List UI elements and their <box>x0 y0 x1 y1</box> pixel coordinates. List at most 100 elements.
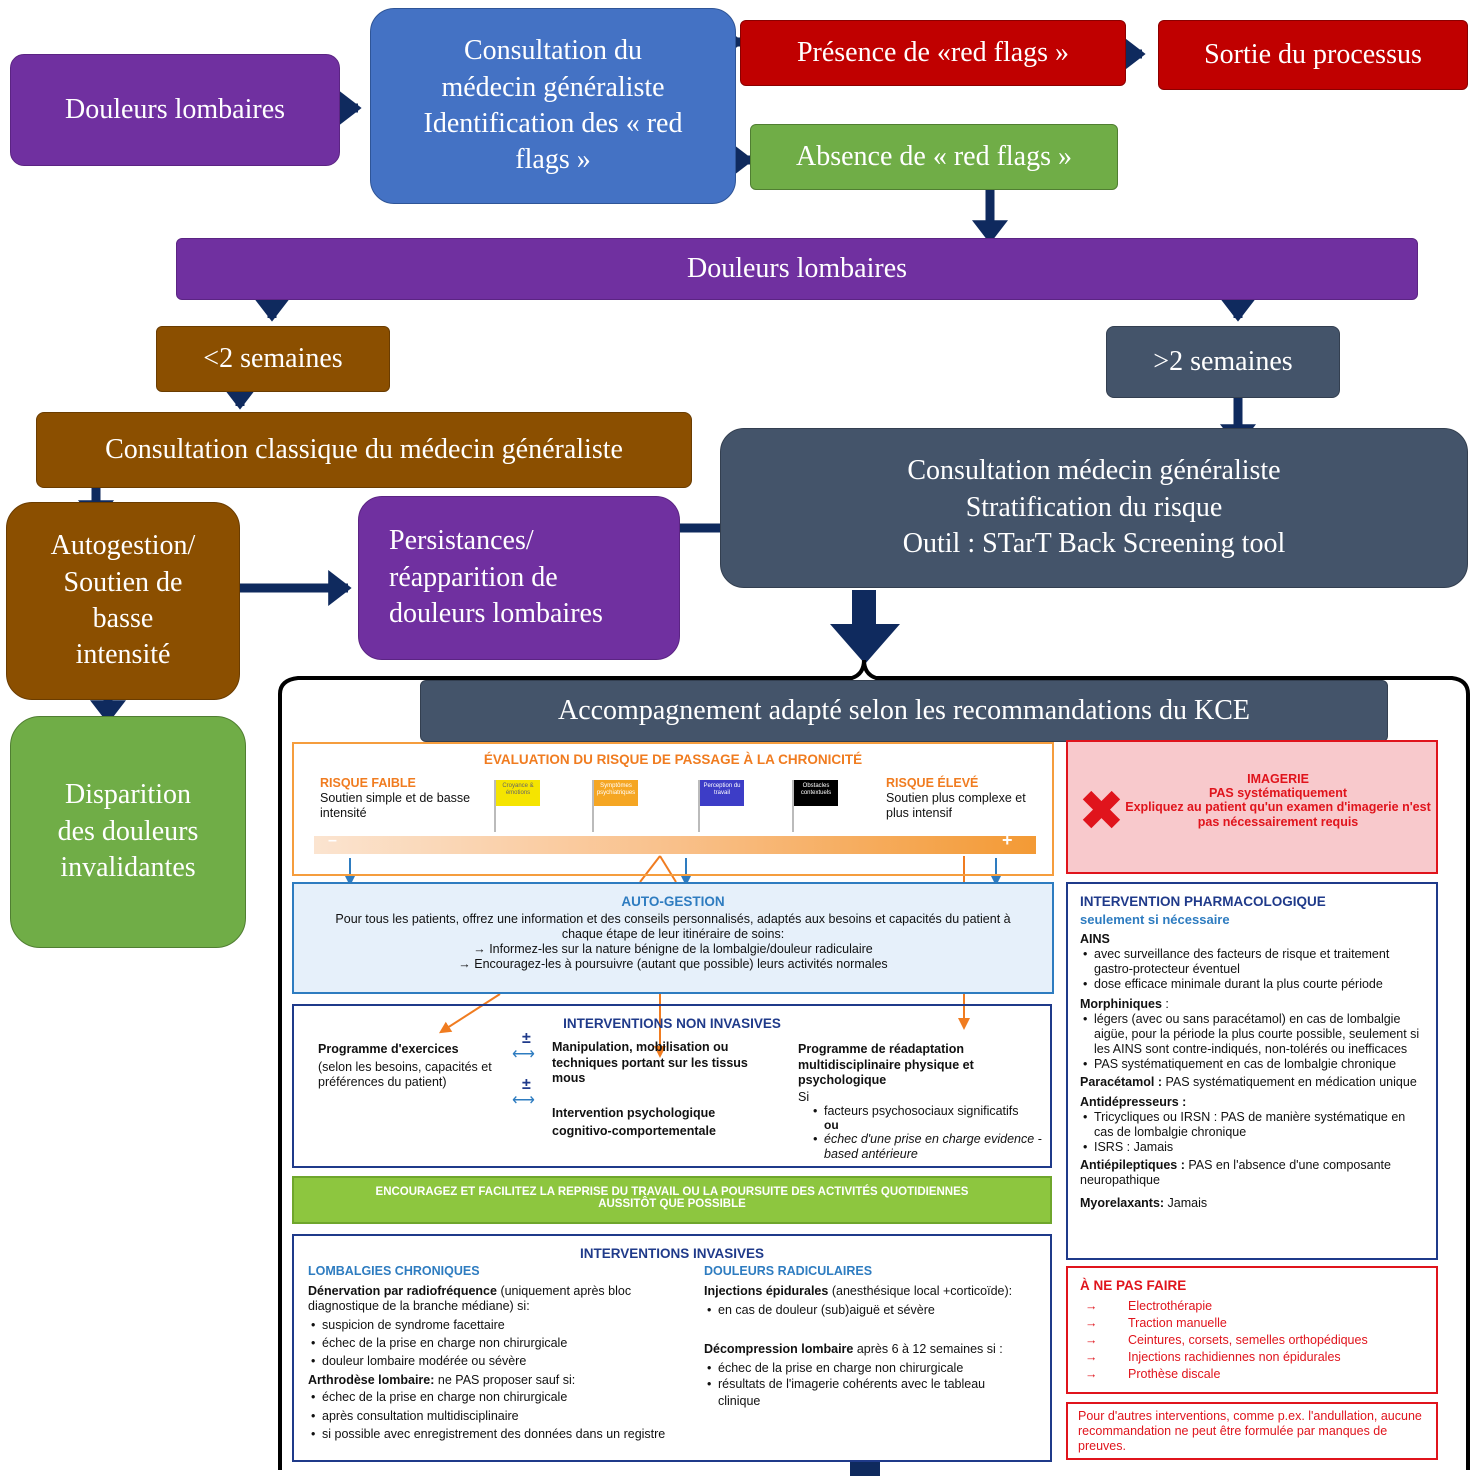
radicular-block: Injections épidurales (anesthésique loca… <box>704 1284 1024 1409</box>
autogestion-item-2: → Encouragez-les à poursuivre (autant qu… <box>458 957 888 971</box>
morph-item-1: légers (avec ou sans paracétamol) en cas… <box>1083 1012 1424 1057</box>
ne-pas-faire-panel: À NE PAS FAIRE Electrothérapie Traction … <box>1066 1266 1438 1394</box>
consultation-box: Consultation du médecin généraliste Iden… <box>370 8 736 204</box>
injections-rest: (anesthésique local +corticoïde): <box>831 1284 1013 1298</box>
evaluation-panel: ÉVALUATION DU RISQUE DE PASSAGE À LA CHR… <box>292 742 1054 876</box>
autres-note: Pour d'autres interventions, comme p.ex.… <box>1066 1402 1438 1460</box>
arrow-risk-to-kce <box>830 590 900 664</box>
red-flags-present-box: Présence de «red flags » <box>740 20 1126 86</box>
denervation-rest: (uniquement après bloc diagnostique de l… <box>308 1284 632 1313</box>
chronic-title: LOMBALGIES CHRONIQUES <box>308 1264 480 1278</box>
red-flags-present-label: Présence de «red flags » <box>796 36 1070 68</box>
kce-title: Accompagnement adapté selon les recomman… <box>557 694 1250 726</box>
ne-pas-faire-item-1: Electrothérapie <box>1085 1298 1424 1315</box>
consultation-line-2: médecin généraliste <box>441 71 665 103</box>
consultation-line-1: Consultation du <box>463 35 643 67</box>
start-label: Douleurs lombaires <box>64 93 286 125</box>
lt2-box: <2 semaines <box>156 326 390 392</box>
invasive-title: INTERVENTIONS INVASIVES <box>579 1246 765 1261</box>
denervation-item-3: douleur lombaire modérée ou sévère <box>311 1352 684 1370</box>
persistance-box: Persistances/ réapparition de douleurs l… <box>358 496 680 660</box>
exit-label: Sortie du processus <box>1204 38 1422 70</box>
classic-consult-label: Consultation classique du médecin généra… <box>105 433 623 465</box>
autogestion-line-4: intensité <box>75 639 171 671</box>
pharma-subtitle: seulement si nécessaire <box>1080 912 1230 928</box>
flag-pole-1 <box>494 780 496 832</box>
gradient-minus: – <box>328 832 337 849</box>
antidep-item-2: ISRS : Jamais <box>1083 1140 1424 1155</box>
flag-obstacles: Obstacles contextuels <box>794 780 838 806</box>
imagerie-line-1: PAS systématiquement <box>1208 786 1347 800</box>
risk-consult-line-2: Stratification du risque <box>965 491 1223 523</box>
exercise-title: Programme d'exercices <box>318 1042 459 1056</box>
risk-high-text: Soutien plus complexe et plus intensif <box>886 791 1026 820</box>
morph-list: légers (avec ou sans paracétamol) en cas… <box>1080 1012 1424 1072</box>
autogestion-title: AUTO-GESTION <box>621 894 725 909</box>
ains-list: avec surveillance des facteurs de risque… <box>1080 947 1424 992</box>
auto-orange-arrows <box>438 993 970 1058</box>
risk-low-text: Soutien simple et de basse intensité <box>320 791 471 820</box>
arthrodese-list: échec de la prise en charge non chirurgi… <box>308 1388 684 1443</box>
exercise-text: (selon les besoins, capacités et préfére… <box>318 1060 492 1089</box>
main-bar-label: Douleurs lombaires <box>686 252 908 284</box>
kce-frame <box>278 659 1470 1470</box>
consultation-line-4: flags » <box>515 144 591 176</box>
disparition-line-2: des douleurs <box>57 815 199 847</box>
evaluation-title: ÉVALUATION DU RISQUE DE PASSAGE À LA CHR… <box>483 752 863 767</box>
antiep-title: Antiépileptiques : <box>1080 1157 1185 1172</box>
ains-title: AINS <box>1080 931 1110 946</box>
manip-text: Manipulation, mobilisation ou techniques… <box>552 1040 748 1086</box>
decomp-bold: Décompression lombaire <box>704 1342 854 1356</box>
decomp-item-1: échec de la prise en charge non chirurgi… <box>707 1360 1024 1377</box>
decomp-item-2: résultats de l'imagerie cohérents avec l… <box>707 1376 1024 1409</box>
injections-list: en cas de douleur (sub)aiguë et sévère <box>704 1303 1024 1318</box>
disparition-line-3: invalidantes <box>60 852 196 884</box>
morph-title: Morphiniques <box>1080 996 1162 1011</box>
plusminus-icon-2: ± <box>522 1076 531 1093</box>
main-bar-box: Douleurs lombaires <box>176 238 1418 300</box>
ne-pas-faire-item-5: Prothèse discale <box>1085 1366 1424 1383</box>
kce-title-box: Accompagnement adapté selon les recomman… <box>420 680 1388 742</box>
flag-croyance: Croyance & émotions <box>496 780 540 806</box>
autres-text: Pour d'autres interventions, comme p.ex.… <box>1078 1409 1422 1453</box>
myo-text: Jamais <box>1167 1195 1208 1210</box>
denervation-block: Dénervation par radiofréquence (uniqueme… <box>308 1284 684 1443</box>
radicular-title: DOULEURS RADICULAIRES <box>704 1264 873 1278</box>
para-text: PAS systématiquement en médication uniqu… <box>1165 1074 1417 1089</box>
readapt-list: facteurs psychosociaux significatifs <box>806 1104 1064 1119</box>
autogestion-line-2: Soutien de <box>63 566 183 598</box>
risk-consult-line-1: Consultation médecin généraliste <box>907 455 1281 487</box>
ne-pas-faire-list: Electrothérapie Traction manuelle Ceintu… <box>1080 1298 1424 1382</box>
denervation-item-2: échec de la prise en charge non chirurgi… <box>311 1334 684 1352</box>
consultation-line-3: Identification des « red <box>423 108 683 139</box>
arthrodese-rest: ne PAS proposer sauf si: <box>437 1373 576 1388</box>
imagerie-panel: ✖ IMAGERIE PAS systématiquement Explique… <box>1066 740 1438 874</box>
injections-item-1: en cas de douleur (sub)aiguë et sévère <box>707 1303 1024 1318</box>
readapt-ou: ou <box>824 1118 839 1132</box>
readapt-title: Programme de réadaptation multidisciplin… <box>798 1042 974 1088</box>
eval-blue-arrows <box>344 858 1002 886</box>
persistance-line-3: douleurs lombaires <box>389 598 603 630</box>
antiep-text: PAS en l'absence d'une composante neurop… <box>1080 1157 1391 1187</box>
persistance-line-1: Persistances/ <box>389 525 534 557</box>
disparition-line-1: Disparition <box>65 779 191 811</box>
ains-item-1: avec surveillance des facteurs de risque… <box>1083 947 1424 977</box>
antidep-item-1: Tricycliques ou IRSN : PAS de manière sy… <box>1083 1110 1424 1140</box>
antidep-list: Tricycliques ou IRSN : PAS de manière sy… <box>1080 1110 1424 1155</box>
double-arrow-icon-1: ⟷ <box>512 1046 535 1063</box>
denervation-item-1: suspicion de syndrome facettaire <box>311 1316 684 1334</box>
risk-consult-line-3: Outil : STarT Back Screening tool <box>902 528 1286 560</box>
ne-pas-faire-title: À NE PAS FAIRE <box>1080 1278 1187 1293</box>
gradient-plus: + <box>1002 830 1013 850</box>
antidep-title: Antidépresseurs : <box>1080 1094 1187 1109</box>
autogestion-panel: AUTO-GESTION Pour tous les patients, off… <box>292 882 1054 994</box>
morph-colon: : <box>1161 996 1169 1011</box>
flag-pole-3 <box>698 780 700 832</box>
arthrodese-item-1: échec de la prise en charge non chirurgi… <box>311 1388 684 1406</box>
start-box: Douleurs lombaires <box>10 54 340 166</box>
cross-icon: ✖ <box>1078 779 1125 844</box>
denervation-list: suspicion de syndrome facettaire échec d… <box>308 1316 684 1371</box>
flag-perception: Perception du travail <box>700 780 744 806</box>
encourage-line-2: AUSSITÔT QUE POSSIBLE <box>598 1198 746 1210</box>
autogestion-line-3: basse <box>92 603 154 634</box>
